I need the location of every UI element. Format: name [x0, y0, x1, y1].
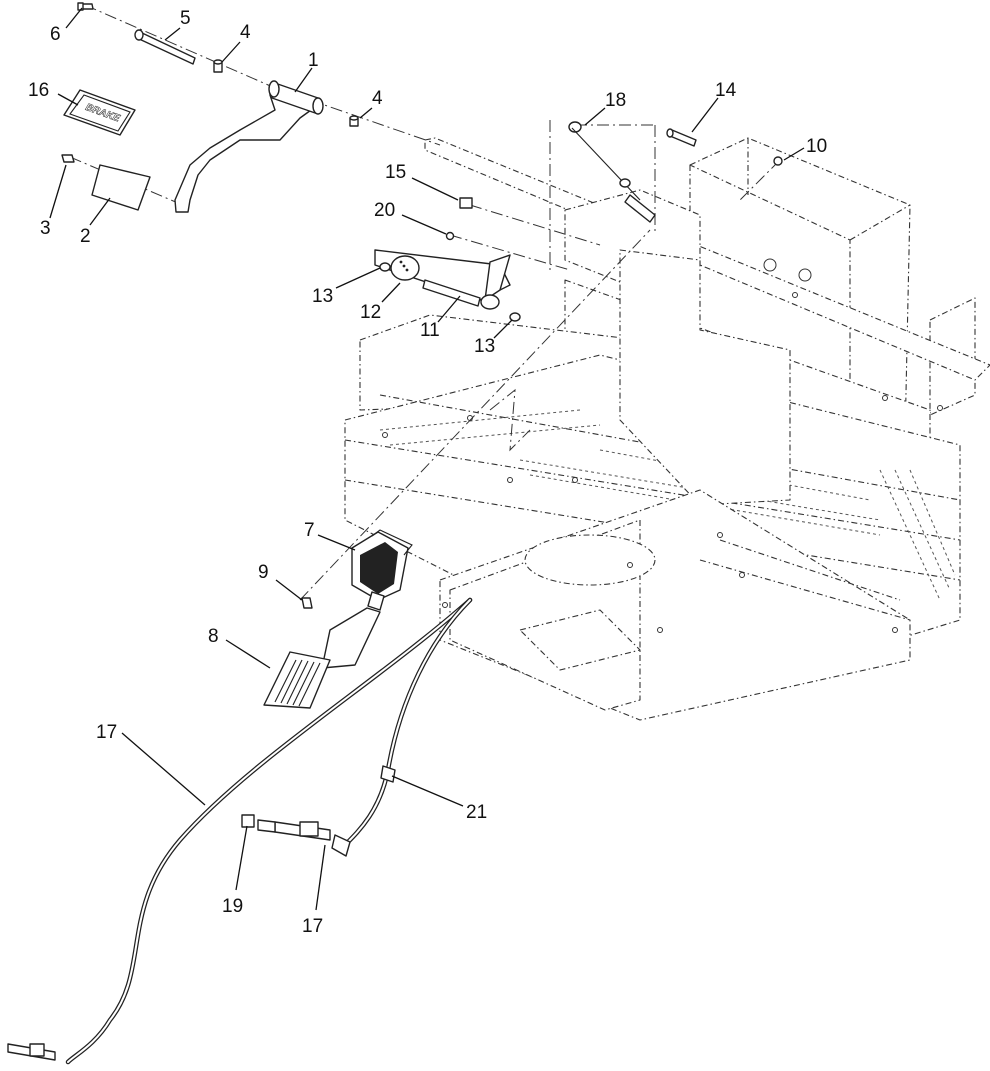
- leader-lines: [49, 7, 805, 911]
- washer-20: [445, 231, 455, 241]
- callout-6: 6: [50, 24, 61, 45]
- callout-4b: 4: [372, 88, 383, 109]
- rod-5: [134, 29, 196, 65]
- callout-12: 12: [360, 302, 381, 323]
- brake-pedal-arm-1: [174, 80, 324, 213]
- callout-21: 21: [466, 802, 487, 823]
- callout-17b: 17: [302, 916, 323, 937]
- callout-5: 5: [180, 8, 191, 29]
- nut-13b: [509, 312, 521, 322]
- callout-4a: 4: [240, 22, 251, 43]
- callout-1: 1: [308, 50, 319, 71]
- callout-13a: 13: [312, 286, 333, 307]
- callout-16: 16: [28, 80, 49, 101]
- callout-14: 14: [715, 80, 737, 101]
- callout-20: 20: [374, 200, 395, 221]
- callout-3: 3: [40, 218, 51, 239]
- throttle-cable-17: [7, 597, 473, 1065]
- callout-13b: 13: [474, 336, 495, 357]
- bushing-4b: [349, 115, 359, 127]
- sensor-12: [390, 255, 420, 281]
- nut-15: [459, 197, 473, 209]
- nut-13a: [379, 262, 391, 272]
- bushing-4a: [213, 59, 223, 73]
- callout-10: 10: [806, 136, 827, 157]
- cable-end-17b: [257, 819, 331, 841]
- nut-10: [773, 156, 783, 166]
- callout-9: 9: [258, 562, 269, 583]
- fitting-19: [241, 814, 255, 828]
- cable-clip-21: [380, 765, 396, 783]
- callout-labels: 6 5 4 1 4 16 18 14 10 15 3 2 20 13 12 11…: [28, 8, 827, 937]
- accelerator-pedal-8: [263, 607, 381, 709]
- callout-18: 18: [605, 90, 626, 111]
- callout-8: 8: [208, 626, 219, 647]
- pedal-pad-2: [91, 164, 151, 211]
- callout-7: 7: [304, 520, 315, 541]
- clevis-pin-14: [666, 128, 697, 147]
- assembly-lines: [69, 4, 781, 601]
- brake-pad-16: BRAKE: [63, 89, 136, 136]
- callout-19: 19: [222, 896, 243, 917]
- bolt-3: [61, 154, 75, 163]
- bolt-9: [301, 597, 313, 609]
- callout-17a: 17: [96, 722, 117, 743]
- cable-clevis-18: [568, 121, 656, 223]
- bolt-6: [77, 2, 94, 11]
- callout-2: 2: [80, 226, 91, 247]
- callout-11: 11: [420, 320, 440, 341]
- accelerator-sensor-7: [351, 529, 413, 611]
- callout-15: 15: [385, 162, 406, 183]
